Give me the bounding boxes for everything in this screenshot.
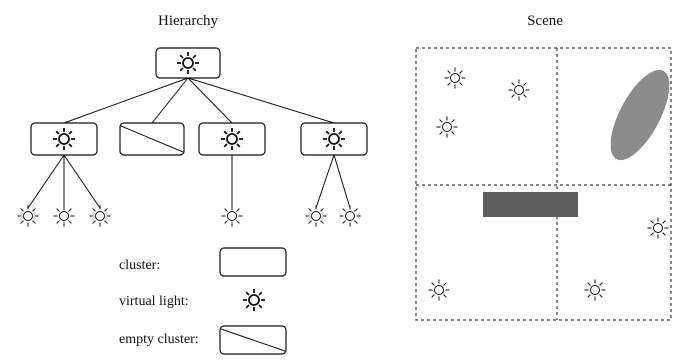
light-icon [647, 217, 669, 239]
legend-cluster-label: cluster: [119, 258, 160, 273]
scene-title: Scene [527, 13, 563, 29]
light-icon [428, 279, 450, 301]
light-icon [436, 116, 458, 138]
legend-virtual-light-icon [243, 289, 265, 311]
light-icon [17, 205, 39, 227]
root-cluster-node [155, 47, 221, 79]
cluster-node [198, 122, 266, 156]
hierarchy-title: Hierarchy [158, 13, 218, 29]
cluster-node [300, 122, 368, 156]
legend-empty-cluster-label: empty cluster: [119, 332, 199, 347]
virtual-light-icon [53, 128, 75, 150]
light-icon [508, 79, 530, 101]
cluster-node [30, 122, 98, 156]
light-icon [53, 205, 75, 227]
virtual-light-icon [221, 128, 243, 150]
leaf-lights [17, 205, 361, 227]
light-icon [584, 279, 606, 301]
scene-panel [415, 47, 672, 321]
light-icon [444, 67, 466, 89]
empty-cluster-node [119, 122, 185, 156]
light-icon [221, 205, 243, 227]
hierarchy-edges [27, 77, 351, 209]
legend-empty-cluster-swatch [219, 325, 287, 355]
legend-virtual-light-label: virtual light: [119, 294, 189, 309]
scene-ellipse-object [610, 69, 670, 161]
legend: cluster: virtual light: empty cluster: [119, 247, 287, 355]
legend-cluster-swatch [219, 247, 287, 277]
virtual-light-icon [323, 128, 345, 150]
scene-border [415, 47, 672, 321]
virtual-light-icon [177, 52, 199, 74]
light-icon [305, 205, 327, 227]
scene-bar-object [483, 192, 578, 217]
light-icon [339, 205, 361, 227]
light-icon [89, 205, 111, 227]
